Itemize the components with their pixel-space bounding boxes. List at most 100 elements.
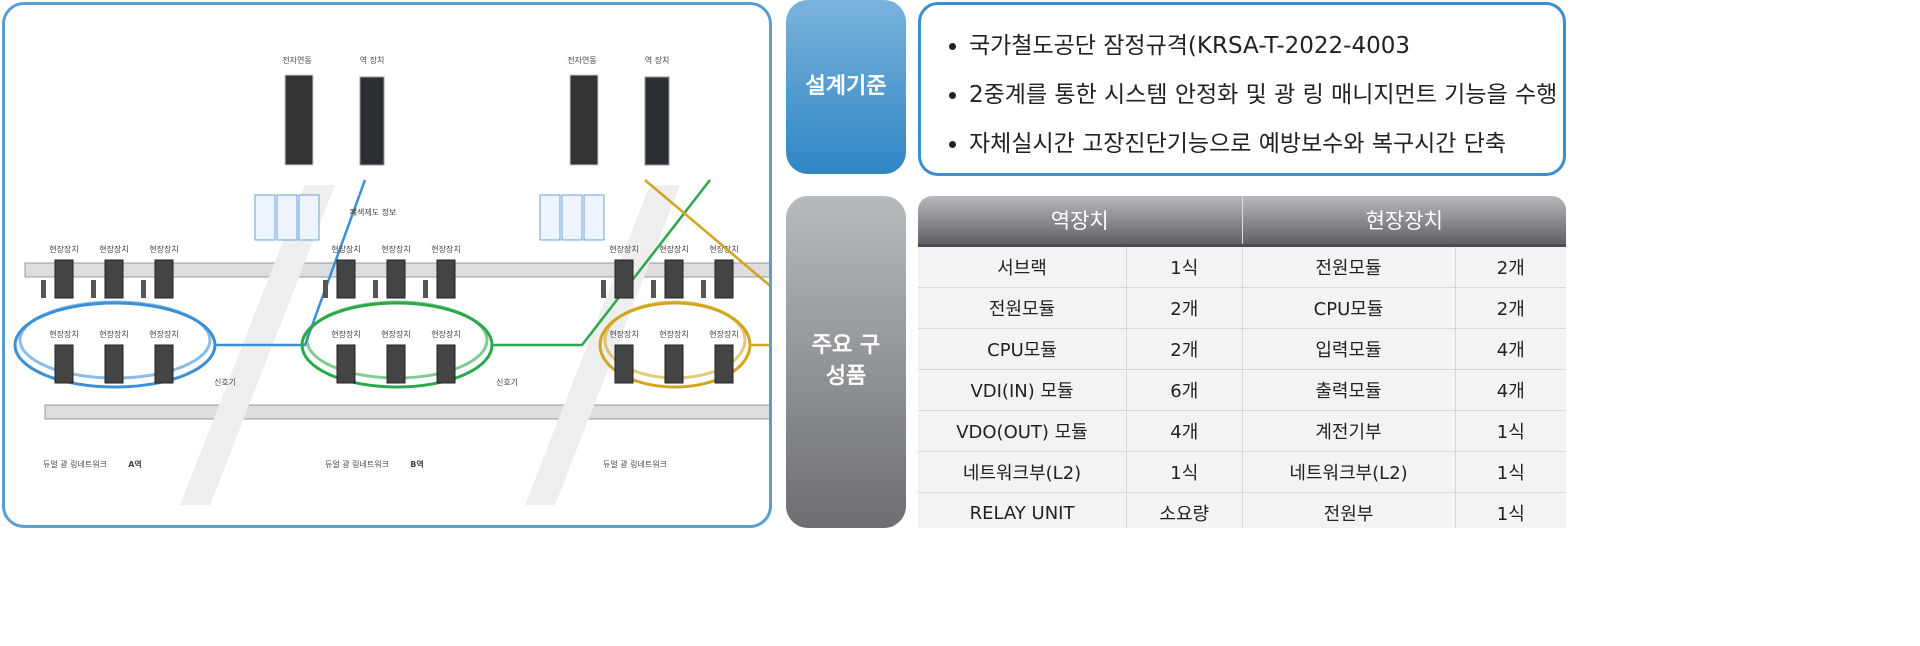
table-cell: 소요량 bbox=[1127, 493, 1243, 528]
components-title: 주요 구성품 bbox=[811, 333, 881, 389]
station-device-cabinet bbox=[359, 76, 385, 166]
rail-track bbox=[44, 404, 769, 420]
table-cell: 출력모듈 bbox=[1243, 370, 1456, 410]
label-station-device: 역 장치 bbox=[360, 55, 385, 65]
signal-light bbox=[601, 280, 606, 298]
header-station-device: 역장치 bbox=[918, 196, 1243, 244]
table-cell: 1식 bbox=[1127, 247, 1243, 287]
label-field-device: 현장장치 bbox=[381, 244, 410, 254]
label-field-device: 현장장치 bbox=[49, 329, 78, 339]
table-cell: RELAY UNIT bbox=[918, 493, 1128, 528]
uplink-cable bbox=[644, 179, 769, 347]
field-device-cabinet bbox=[664, 344, 684, 384]
signal-light bbox=[41, 280, 46, 298]
field-device-cabinet bbox=[104, 259, 124, 299]
field-device-cabinet bbox=[436, 344, 456, 384]
uplink-cable bbox=[215, 179, 367, 347]
label-field-device: 현장장치 bbox=[331, 244, 360, 254]
label-field-device: 현장장치 bbox=[609, 244, 638, 254]
signal-light bbox=[141, 280, 146, 298]
table-cell: 전원모듈 bbox=[918, 288, 1128, 328]
signal-light bbox=[701, 280, 706, 298]
label-field-device: 현장장치 bbox=[381, 329, 410, 339]
label-interlocking: 전자연동 bbox=[567, 55, 596, 65]
label-field-device: 현장장치 bbox=[99, 244, 128, 254]
signal-light bbox=[373, 280, 378, 298]
label-station-device: 역 장치 bbox=[645, 55, 670, 65]
shadow-band bbox=[525, 185, 680, 505]
table-cell: 계전기부 bbox=[1243, 411, 1456, 451]
field-device-cabinet bbox=[54, 344, 74, 384]
field-device-cabinet bbox=[336, 344, 356, 384]
signal-light bbox=[323, 280, 328, 298]
table-cell: 네트워크부(L2) bbox=[918, 452, 1128, 492]
interlocking-cabinet bbox=[284, 74, 314, 166]
table-cell: 4개 bbox=[1496, 381, 1525, 402]
table-cell: CPU모듈 bbox=[918, 329, 1128, 369]
controller-module bbox=[539, 194, 561, 241]
label-ring-network: 듀얼 광 링네트워크 bbox=[43, 459, 107, 469]
label-field-device: 현장장치 bbox=[659, 329, 688, 339]
label-field-device: 현장장치 bbox=[149, 244, 178, 254]
table-cell: CPU모듈 bbox=[1243, 288, 1456, 328]
label-field-device: 현장장치 bbox=[149, 329, 178, 339]
controller-module bbox=[276, 194, 298, 241]
header-field-device: 현장장치 bbox=[1365, 209, 1443, 233]
table-cell: VDI(IN) 모듈 bbox=[918, 370, 1128, 410]
field-device-cabinet bbox=[386, 344, 406, 384]
signal-light bbox=[91, 280, 96, 298]
table-cell: 1식 bbox=[1127, 452, 1243, 492]
signal-light bbox=[651, 280, 656, 298]
label-ring-network: 듀얼 광 링네트워크 bbox=[603, 459, 667, 469]
table-cell: 2개 bbox=[1496, 258, 1525, 279]
field-device-cabinet bbox=[714, 259, 734, 299]
design-criteria-box: 국가철도공단 잠정규격(KRSA-T-2022-4003 2중계를 통한 시스템… bbox=[918, 2, 1566, 176]
label-block-info: 폐색제도 정보 bbox=[350, 207, 397, 217]
field-device-cabinet bbox=[336, 259, 356, 299]
label-ring-network: 듀얼 광 링네트워크 bbox=[325, 459, 389, 469]
uplink-cable bbox=[492, 179, 711, 347]
label-field-device: 현장장치 bbox=[431, 329, 460, 339]
table-cell: 서브랙 bbox=[918, 247, 1128, 287]
field-device-cabinet bbox=[436, 259, 456, 299]
criteria-item: 자체실시간 고장진단기능으로 예방보수와 복구시간 단축 bbox=[969, 125, 1563, 174]
table-cell: 네트워크부(L2) bbox=[1243, 452, 1456, 492]
table-cell: 1식 bbox=[1496, 463, 1525, 484]
label-field-device: 현장장치 bbox=[49, 244, 78, 254]
label-interlocking: 전자연동 bbox=[282, 55, 311, 65]
signal-light bbox=[423, 280, 428, 298]
design-criteria-title: 설계기준 bbox=[805, 73, 887, 99]
table-cell: VDO(OUT) 모듈 bbox=[918, 411, 1128, 451]
field-device-cabinet bbox=[664, 259, 684, 299]
field-device-cabinet bbox=[386, 259, 406, 299]
table-cell: 전원모듈 bbox=[1243, 247, 1456, 287]
label-station: B역 bbox=[410, 459, 423, 469]
label-field-device: 현장장치 bbox=[709, 244, 738, 254]
station-device-cabinet bbox=[644, 76, 670, 166]
components-label: 주요 구성품 bbox=[786, 196, 906, 528]
field-device-cabinet bbox=[154, 344, 174, 384]
table-cell: 6개 bbox=[1127, 370, 1243, 410]
table-cell: 입력모듈 bbox=[1243, 329, 1456, 369]
field-device-cabinet bbox=[154, 259, 174, 299]
label-field-device: 현장장치 bbox=[659, 244, 688, 254]
controller-module bbox=[254, 194, 276, 241]
table-cell: 2개 bbox=[1127, 329, 1243, 369]
table-cell: 4개 bbox=[1496, 340, 1525, 361]
label-station: A역 bbox=[128, 459, 142, 469]
label-signal: 신호기 bbox=[496, 378, 518, 387]
label-field-device: 현장장치 bbox=[609, 329, 638, 339]
design-criteria-label: 설계기준 bbox=[786, 0, 906, 174]
field-device-cabinet bbox=[714, 344, 734, 384]
label-field-device: 현장장치 bbox=[331, 329, 360, 339]
table-cell: 1식 bbox=[1496, 422, 1525, 443]
controller-module bbox=[561, 194, 583, 241]
